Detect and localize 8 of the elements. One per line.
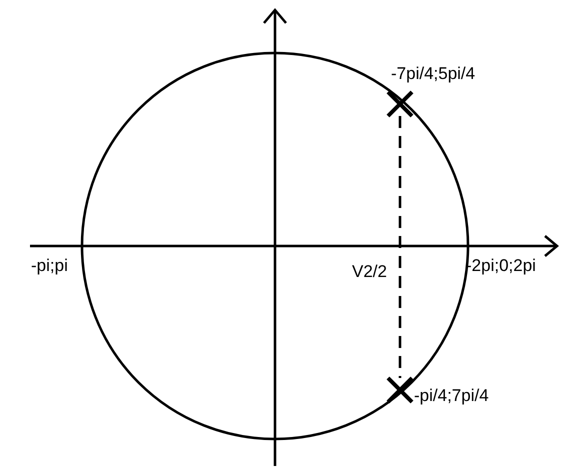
point-label: -pi/4;7pi/4 xyxy=(414,386,489,406)
cross-mark xyxy=(386,90,414,118)
point-label: -7pi/4;5pi/4 xyxy=(391,64,476,84)
axis-value-label: -pi;pi xyxy=(31,256,68,276)
axis-value-label: -2pi;0;2pi xyxy=(466,256,536,276)
cross-mark xyxy=(386,376,414,404)
dashed-line xyxy=(398,116,402,378)
axis-value-label: V2/2 xyxy=(352,262,387,282)
